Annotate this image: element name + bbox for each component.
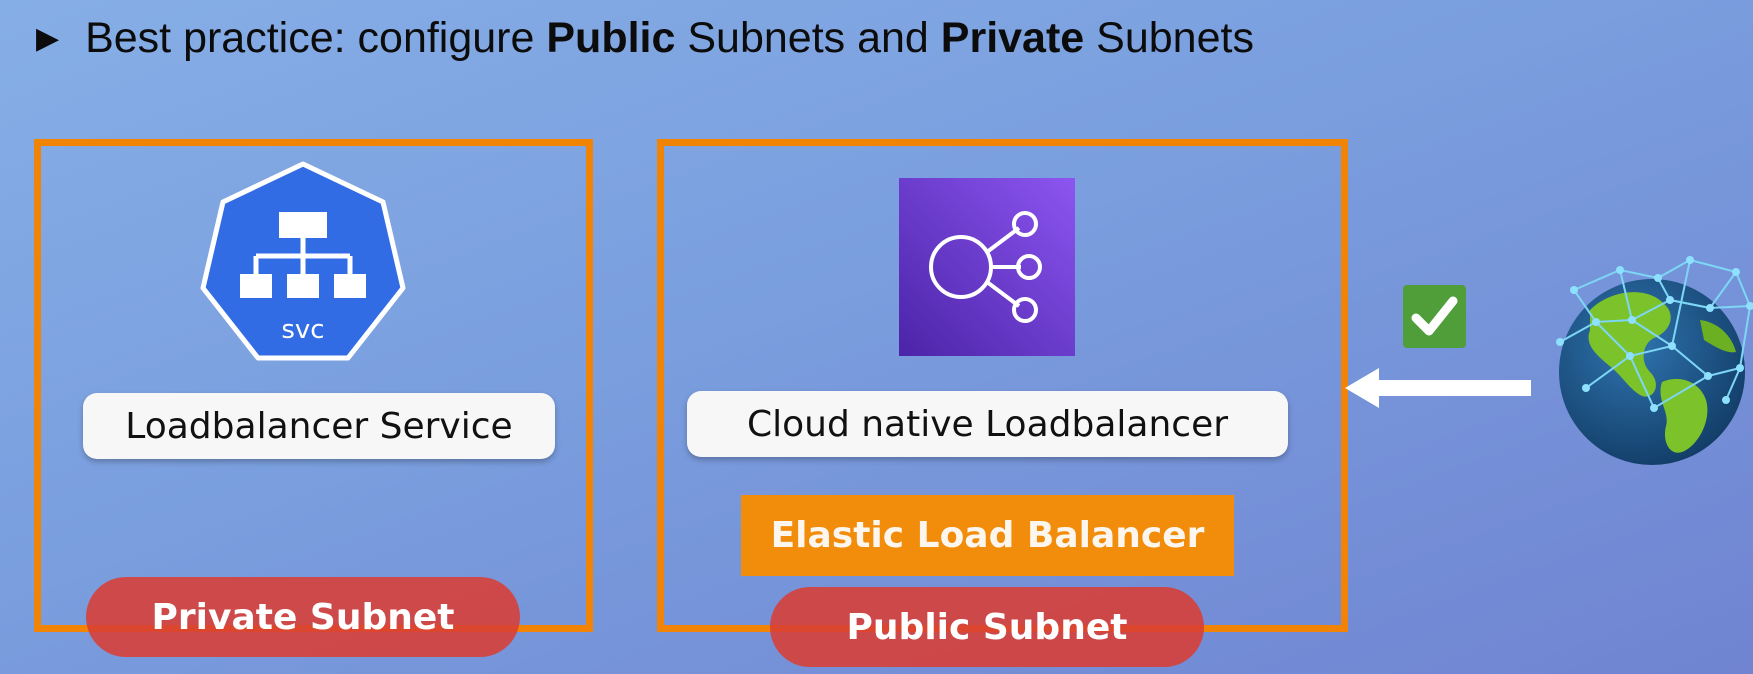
bullet-triangle-icon: ▶ — [36, 21, 60, 55]
globe-network-icon — [1550, 250, 1753, 470]
heading-public-word: Public — [546, 13, 676, 62]
loadbalancer-service-label: Loadbalancer Service — [83, 393, 555, 459]
checkmark-icon — [1403, 285, 1466, 348]
kubernetes-service-icon: svc — [200, 160, 406, 370]
heading-bullet-line: ▶ Best practice: configure Public Subnet… — [36, 10, 1254, 66]
private-subnet-badge: Private Subnet — [86, 577, 520, 657]
svc-icon-text: svc — [281, 315, 324, 345]
heading-private-word: Private — [940, 13, 1085, 62]
public-subnet-badge: Public Subnet — [770, 587, 1204, 667]
heading-middle: Subnets and — [675, 13, 941, 62]
heading-suffix: Subnets — [1084, 13, 1254, 62]
elastic-load-balancer-bar: Elastic Load Balancer — [741, 495, 1234, 576]
cloud-native-loadbalancer-label: Cloud native Loadbalancer — [687, 391, 1288, 457]
aws-elastic-load-balancer-icon — [899, 178, 1075, 356]
arrow-left-icon — [1345, 366, 1531, 410]
heading-prefix: Best practice: configure — [85, 13, 547, 62]
